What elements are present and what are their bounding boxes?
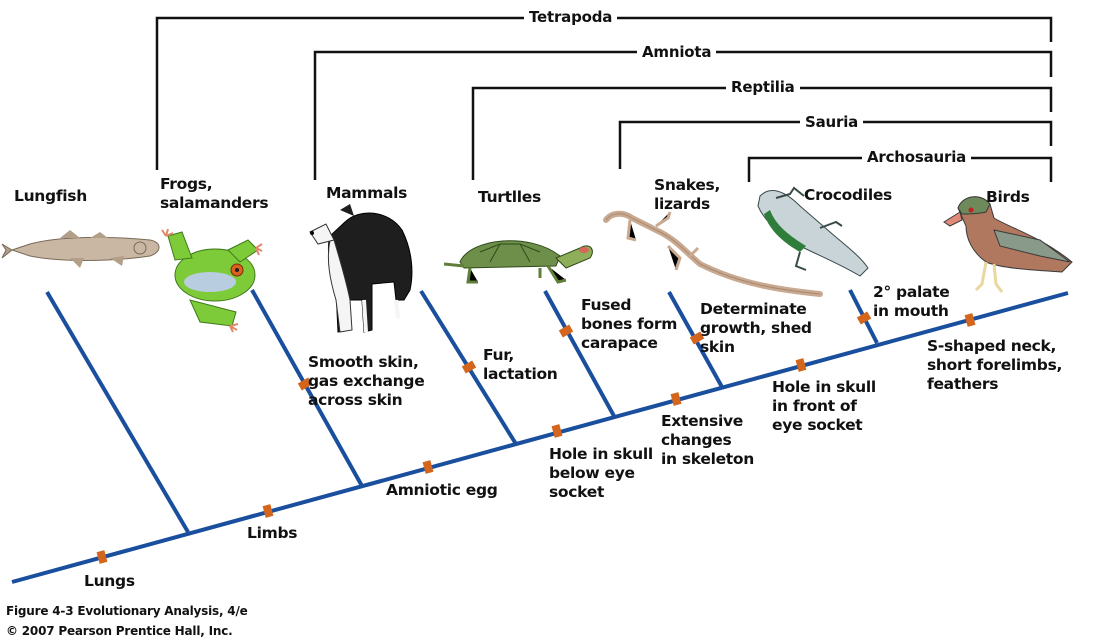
turtle-icon [443, 240, 593, 284]
clade-label-tetrapoda: Tetrapoda [524, 8, 618, 26]
marker-hole-below-eye [551, 424, 563, 438]
trait-label-limbs: Limbs [247, 524, 298, 542]
crocodile-icon [757, 186, 869, 277]
lungfish-icon [1, 230, 160, 268]
copyright-notice: © 2007 Pearson Prentice Hall, Inc. [6, 624, 233, 638]
taxon-label-snakes: Snakes, lizards [654, 176, 721, 213]
trait-label-hole-front-eye: Hole in skull in front of eye socket [772, 378, 876, 434]
marker-carapace [558, 324, 574, 338]
trait-label-hole-below-eye: Hole in skull below eye socket [549, 445, 653, 501]
branch-frogs [250, 289, 364, 487]
trait-label-carapace: Fused bones form carapace [581, 296, 678, 352]
clade-label-sauria: Sauria [800, 113, 864, 131]
clade-label-reptilia: Reptilia [726, 78, 800, 96]
taxon-label-turtles: Turtlles [478, 188, 541, 206]
duck-icon [943, 196, 1073, 293]
marker-limbs [262, 504, 274, 518]
marker-hole-front-eye [795, 358, 807, 372]
marker-s-neck [964, 313, 976, 327]
marker-skeleton [670, 392, 682, 406]
bracket-reptilia [471, 86, 1053, 180]
taxon-label-birds: Birds [986, 188, 1030, 206]
trait-label-smooth-skin: Smooth skin, gas exchange across skin [308, 353, 425, 409]
marker-determinate [689, 331, 705, 345]
trait-markers [96, 311, 976, 564]
trait-label-palate: 2° palate in mouth [873, 283, 950, 320]
lizard-icon [603, 210, 823, 297]
trait-label-amniotic-egg: Amniotic egg [386, 481, 498, 499]
branches [11, 289, 1069, 584]
branch-turtles [543, 290, 616, 417]
marker-fur [461, 360, 477, 374]
marker-lungs [96, 550, 108, 564]
trait-label-skeleton: Extensive changes in skeleton [661, 412, 754, 468]
marker-palate [856, 311, 872, 325]
trait-label-fur: Fur, lactation [483, 346, 558, 383]
figure-caption: Figure 4-3 Evolutionary Analysis, 4/e [6, 604, 248, 618]
taxon-label-mammals: Mammals [326, 184, 408, 202]
clade-label-amniota: Amniota [637, 43, 717, 61]
trait-label-determinate: Determinate growth, shed skin [700, 300, 812, 356]
taxon-label-lungfish: Lungfish [14, 187, 87, 205]
trait-label-s-neck: S-shaped neck, short forelimbs, feathers [927, 337, 1063, 393]
trait-label-lungs: Lungs [84, 572, 135, 590]
frog-icon [161, 228, 263, 333]
dog-icon [309, 204, 413, 333]
taxon-label-crocodiles: Crocodiles [804, 186, 892, 204]
taxon-label-frogs: Frogs, salamanders [160, 175, 269, 212]
marker-smooth-skin [297, 377, 313, 391]
trunk [11, 291, 1069, 584]
branch-lungfish [45, 290, 190, 534]
marker-amniotic-egg [422, 460, 434, 474]
clade-label-archosauria: Archosauria [862, 148, 972, 166]
